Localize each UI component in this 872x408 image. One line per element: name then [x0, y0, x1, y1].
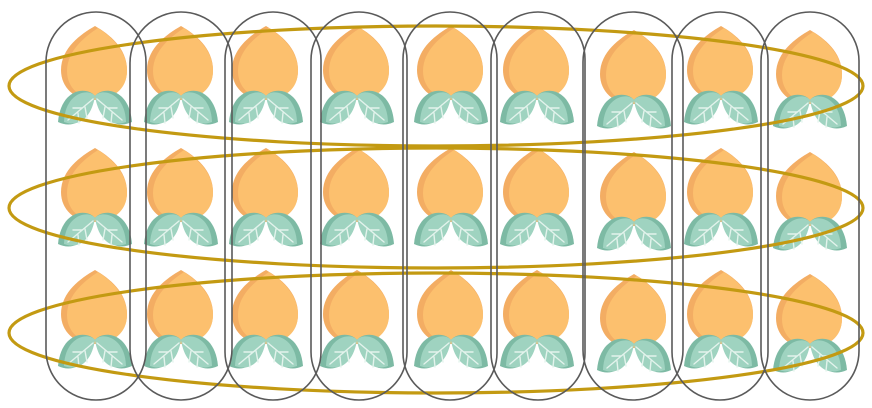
leaf-right	[634, 217, 671, 251]
peach-body	[423, 28, 483, 99]
leaf-right	[266, 213, 303, 247]
peach-body	[238, 272, 298, 343]
peach-item	[320, 26, 394, 124]
leaf-right	[451, 91, 488, 125]
peach-body	[67, 272, 127, 343]
leaf-right	[95, 91, 132, 125]
leaf-right	[181, 335, 218, 369]
leaf-left	[684, 213, 721, 247]
leaf-left	[144, 91, 181, 125]
peach-item	[414, 148, 488, 246]
peach-body	[606, 276, 666, 347]
leaf-left	[229, 213, 266, 247]
leaf-right	[451, 335, 488, 369]
peach-body	[329, 272, 389, 343]
leaf-right	[181, 91, 218, 125]
peach-item	[320, 148, 394, 246]
leaf-right	[537, 213, 574, 247]
leaf-right	[95, 213, 132, 247]
peach-body	[423, 150, 483, 221]
peach-item	[500, 148, 574, 246]
peach-item	[229, 26, 303, 124]
peach-body	[509, 150, 569, 221]
leaf-left	[684, 91, 721, 125]
leaf-right	[634, 339, 671, 373]
leaf-right	[537, 91, 574, 125]
leaf-left	[500, 213, 537, 247]
leaf-right	[810, 217, 847, 251]
leaf-right	[721, 91, 758, 125]
leaf-left	[597, 95, 634, 129]
peach-body	[782, 154, 842, 225]
peach-item	[414, 270, 488, 368]
peach-body	[509, 272, 569, 343]
peach-item	[500, 270, 574, 368]
peach-item	[58, 26, 132, 124]
peach-body	[782, 32, 842, 103]
leaf-left	[414, 213, 451, 247]
leaf-left	[320, 335, 357, 369]
peach-item	[58, 270, 132, 368]
leaf-left	[229, 91, 266, 125]
leaf-right	[95, 335, 132, 369]
peach-item	[229, 270, 303, 368]
leaf-left	[320, 91, 357, 125]
peach-body	[238, 28, 298, 99]
peach-body	[509, 28, 569, 99]
peach-item	[500, 26, 574, 124]
leaf-right	[266, 335, 303, 369]
leaf-right	[357, 335, 394, 369]
peach-item	[597, 30, 671, 128]
leaf-right	[357, 91, 394, 125]
leaf-right	[181, 213, 218, 247]
leaf-right	[451, 213, 488, 247]
leaf-left	[500, 91, 537, 125]
peach-items	[58, 26, 847, 372]
leaf-left	[144, 213, 181, 247]
leaf-right	[721, 213, 758, 247]
leaf-right	[357, 213, 394, 247]
peach-item	[597, 152, 671, 250]
leaf-left	[500, 335, 537, 369]
leaf-left	[320, 213, 357, 247]
peach-body	[329, 150, 389, 221]
peach-body	[67, 150, 127, 221]
leaf-left	[414, 91, 451, 125]
leaf-left	[229, 335, 266, 369]
peach-body	[238, 150, 298, 221]
peach-item	[229, 148, 303, 246]
peach-item	[58, 148, 132, 246]
peach-item	[597, 274, 671, 372]
leaf-right	[721, 335, 758, 369]
leaf-left	[144, 335, 181, 369]
peach-item	[320, 270, 394, 368]
leaf-right	[810, 95, 847, 129]
peach-body	[67, 28, 127, 99]
leaf-right	[266, 91, 303, 125]
peach-item	[414, 26, 488, 124]
peach-body	[329, 28, 389, 99]
leaf-right	[634, 95, 671, 129]
leaf-left	[597, 339, 634, 373]
peach-item	[773, 274, 847, 372]
peach-body	[693, 272, 753, 343]
leaf-right	[537, 335, 574, 369]
leaf-left	[684, 335, 721, 369]
peach-body	[606, 154, 666, 225]
leaf-left	[414, 335, 451, 369]
peach-body	[423, 272, 483, 343]
peach-body	[606, 32, 666, 103]
leaf-left	[597, 217, 634, 251]
